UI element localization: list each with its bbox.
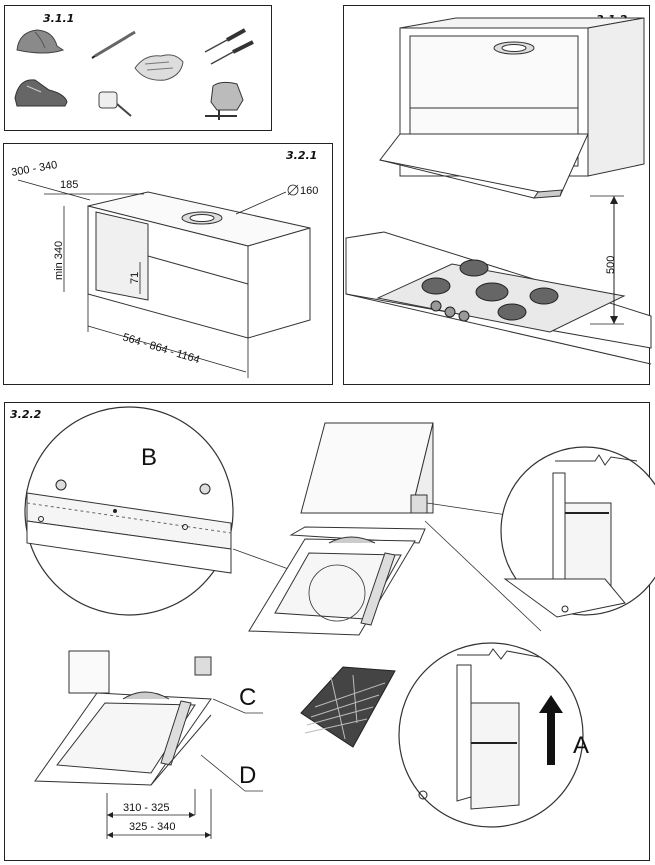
- dim-hob-distance: 500: [605, 256, 617, 274]
- panel-label: 3.2.2: [10, 408, 42, 421]
- dim-width-range: 564 - 864 - 1164: [121, 331, 201, 366]
- dim-depth-range: 300 - 340: [10, 159, 58, 179]
- panel-3-1-1: 3.1.1: [4, 5, 272, 131]
- callout-c: C: [239, 684, 256, 711]
- diameter-icon: [287, 184, 299, 196]
- jigsaw-icon: [205, 81, 244, 120]
- cabinet-dimensions-drawing: 300 - 340 185 160 min 340 71 564 - 864 -…: [10, 159, 318, 378]
- panel-label: 3.2.1: [286, 149, 318, 162]
- panel-3-1-2: 3.1.2: [343, 5, 652, 385]
- pencil-icon: [91, 30, 136, 59]
- dim-min-height: min 340: [53, 241, 65, 280]
- detail-circle-bracket-top: [500, 446, 655, 618]
- detail-circle-b: B: [24, 406, 234, 616]
- callout-d: D: [239, 762, 256, 789]
- tape-measure-icon: [98, 91, 132, 117]
- detail-circle-bracket-bottom: [398, 642, 584, 828]
- safety-shoes-icon: [14, 79, 68, 107]
- callout-b: B: [141, 444, 157, 471]
- screwdrivers-icon: [204, 28, 254, 65]
- panel-3-2-2: 3.2.2 B: [4, 402, 655, 861]
- hob-installation-drawing: 500: [345, 17, 652, 365]
- dim-size-d: 325 - 340: [129, 821, 175, 833]
- assembly-drawing: B: [24, 406, 655, 839]
- dim-depth-inner: 185: [60, 179, 78, 191]
- callout-a: A: [573, 732, 589, 759]
- dim-duct-diameter: 160: [300, 185, 318, 197]
- grease-filter: [300, 666, 396, 748]
- helmet-icon: [16, 29, 65, 54]
- gloves-icon: [134, 54, 184, 81]
- panel-label: 3.1.1: [43, 12, 75, 25]
- arrow-up-icon: [539, 695, 563, 765]
- tools-drawing: [14, 28, 254, 120]
- dim-size-c: 310 - 325: [123, 802, 169, 814]
- dim-recess: 71: [129, 272, 141, 284]
- panel-3-2-1: 3.2.1 300 - 340 185 160 min: [3, 143, 333, 385]
